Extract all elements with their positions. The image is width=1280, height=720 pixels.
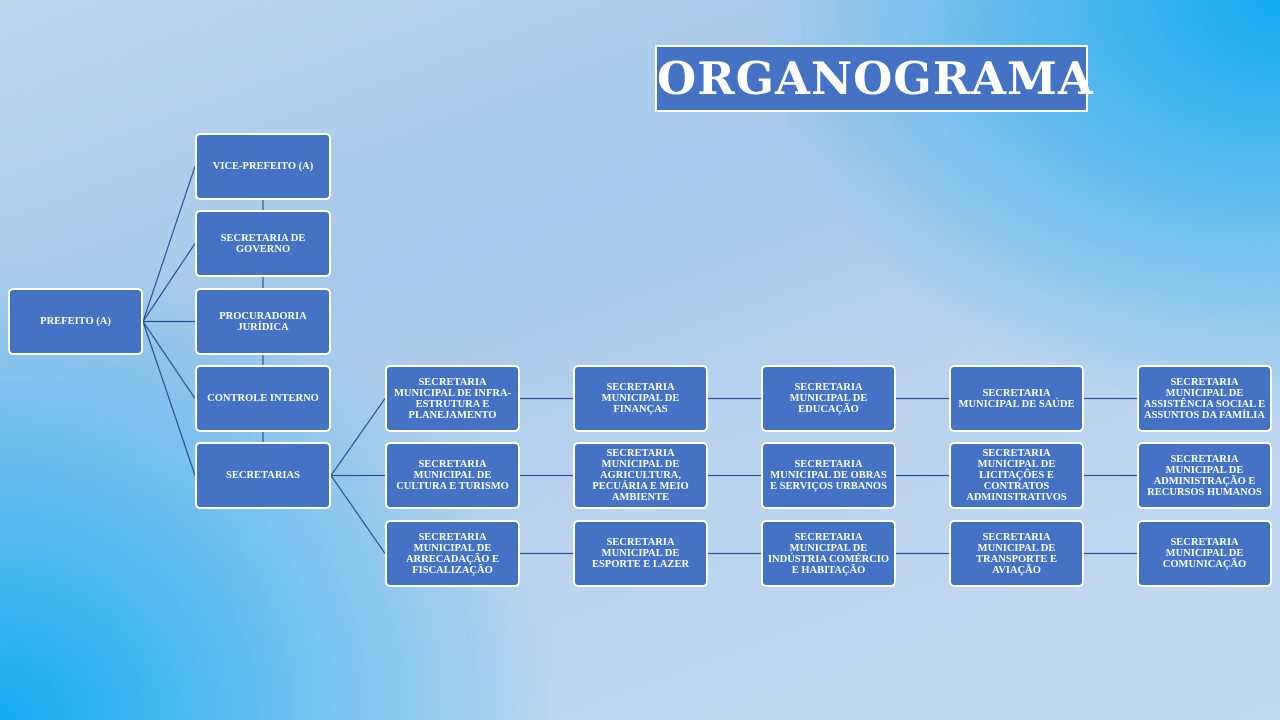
- node-secretaria-r2-c1: SECRETARIA MUNICIPAL DE ESPORTE E LAZER: [573, 520, 708, 587]
- node-secretaria-r2-c0-label: SECRETARIA MUNICIPAL DE ARRECADAÇÃO E FI…: [405, 531, 500, 576]
- connector-secretarias-row-2: [330, 475, 386, 554]
- node-secretaria-r2-c3: SECRETARIA MUNICIPAL DE TRANSPORTE E AVI…: [949, 520, 1084, 587]
- node-secretaria-r1-c2-label: SECRETARIA MUNICIPAL DE OBRAS E SERVIÇOS…: [770, 459, 887, 492]
- node-secretaria-r1-c4: SECRETARIA MUNICIPAL DE ADMINISTRAÇÃO E …: [1137, 442, 1272, 509]
- node-secretaria-r0-c0: SECRETARIA MUNICIPAL DE INFRA-ESTRUTURA …: [385, 365, 520, 432]
- node-secretarias: SECRETARIAS: [195, 442, 331, 509]
- node-secretaria-governo-label: SECRETARIA DE GOVERNO: [220, 232, 306, 255]
- node-secretaria-r2-c3-label: SECRETARIA MUNICIPAL DE TRANSPORTE E AVI…: [975, 531, 1058, 576]
- node-secretaria-governo: SECRETARIA DE GOVERNO: [195, 210, 331, 277]
- connector-root-3: [142, 321, 196, 399]
- node-secretaria-r0-c0-label: SECRETARIA MUNICIPAL DE INFRA-ESTRUTURA …: [393, 376, 512, 421]
- node-secretaria-r1-c0: SECRETARIA MUNICIPAL DE CULTURA E TURISM…: [385, 442, 520, 509]
- page-title: ORGANOGRAMA: [655, 45, 1093, 112]
- node-prefeito: PREFEITO (A): [8, 288, 143, 355]
- node-secretaria-r2-c1-label: SECRETARIA MUNICIPAL DE ESPORTE E LAZER: [591, 537, 690, 570]
- node-procuradoria: PROCURADORIA JURÍDICA: [195, 288, 331, 355]
- node-secretaria-r0-c2: SECRETARIA MUNICIPAL DE EDUCAÇÃO: [761, 365, 896, 432]
- node-vice-prefeito-label: VICE-PREFEITO (A): [212, 161, 314, 172]
- node-secretaria-r1-c3-label: SECRETARIA MUNICIPAL DE LICITAÇÕES E CON…: [966, 448, 1067, 503]
- node-secretaria-r1-c0-label: SECRETARIA MUNICIPAL DE CULTURA E TURISM…: [396, 459, 509, 492]
- node-secretaria-r1-c4-label: SECRETARIA MUNICIPAL DE ADMINISTRAÇÃO E …: [1147, 453, 1262, 498]
- node-secretaria-r0-c3: SECRETARIA MUNICIPAL DE SAÚDE: [949, 365, 1084, 432]
- node-secretaria-r1-c1-label: SECRETARIA MUNICIPAL DE AGRICULTURA, PEC…: [592, 448, 689, 503]
- node-secretaria-r0-c4: SECRETARIA MUNICIPAL DE ASSISTÊNCIA SOCI…: [1137, 365, 1272, 432]
- node-controle-interno-label: CONTROLE INTERNO: [207, 393, 319, 404]
- node-controle-interno: CONTROLE INTERNO: [195, 365, 331, 432]
- connector-root-1: [142, 243, 196, 322]
- connector-root-0: [142, 166, 196, 322]
- node-procuradoria-label: PROCURADORIA JURÍDICA: [219, 310, 307, 333]
- node-prefeito-label: PREFEITO (A): [40, 316, 111, 327]
- node-vice-prefeito: VICE-PREFEITO (A): [195, 133, 331, 200]
- node-secretaria-r0-c1: SECRETARIA MUNICIPAL DE FINANÇAS: [573, 365, 708, 432]
- node-secretaria-r0-c1-label: SECRETARIA MUNICIPAL DE FINANÇAS: [601, 382, 680, 415]
- connector-secretarias-row-0: [330, 398, 386, 476]
- node-secretaria-r2-c0: SECRETARIA MUNICIPAL DE ARRECADAÇÃO E FI…: [385, 520, 520, 587]
- node-secretaria-r2-c4-label: SECRETARIA MUNICIPAL DE COMUNICAÇÃO: [1162, 537, 1247, 570]
- node-secretaria-r0-c2-label: SECRETARIA MUNICIPAL DE EDUCAÇÃO: [789, 382, 868, 415]
- node-secretaria-r1-c1: SECRETARIA MUNICIPAL DE AGRICULTURA, PEC…: [573, 442, 708, 509]
- node-secretaria-r1-c2: SECRETARIA MUNICIPAL DE OBRAS E SERVIÇOS…: [761, 442, 896, 509]
- node-secretaria-r2-c2-label: SECRETARIA MUNICIPAL DE INDÚSTRIA COMÉRC…: [767, 531, 890, 576]
- node-secretaria-r0-c4-label: SECRETARIA MUNICIPAL DE ASSISTÊNCIA SOCI…: [1143, 376, 1266, 421]
- node-secretaria-r2-c2: SECRETARIA MUNICIPAL DE INDÚSTRIA COMÉRC…: [761, 520, 896, 587]
- node-secretarias-label: SECRETARIAS: [226, 470, 300, 481]
- connector-root-4: [142, 321, 196, 476]
- node-secretaria-r1-c3: SECRETARIA MUNICIPAL DE LICITAÇÕES E CON…: [949, 442, 1084, 509]
- node-secretaria-r0-c3-label: SECRETARIA MUNICIPAL DE SAÚDE: [958, 387, 1075, 410]
- node-secretaria-r2-c4: SECRETARIA MUNICIPAL DE COMUNICAÇÃO: [1137, 520, 1272, 587]
